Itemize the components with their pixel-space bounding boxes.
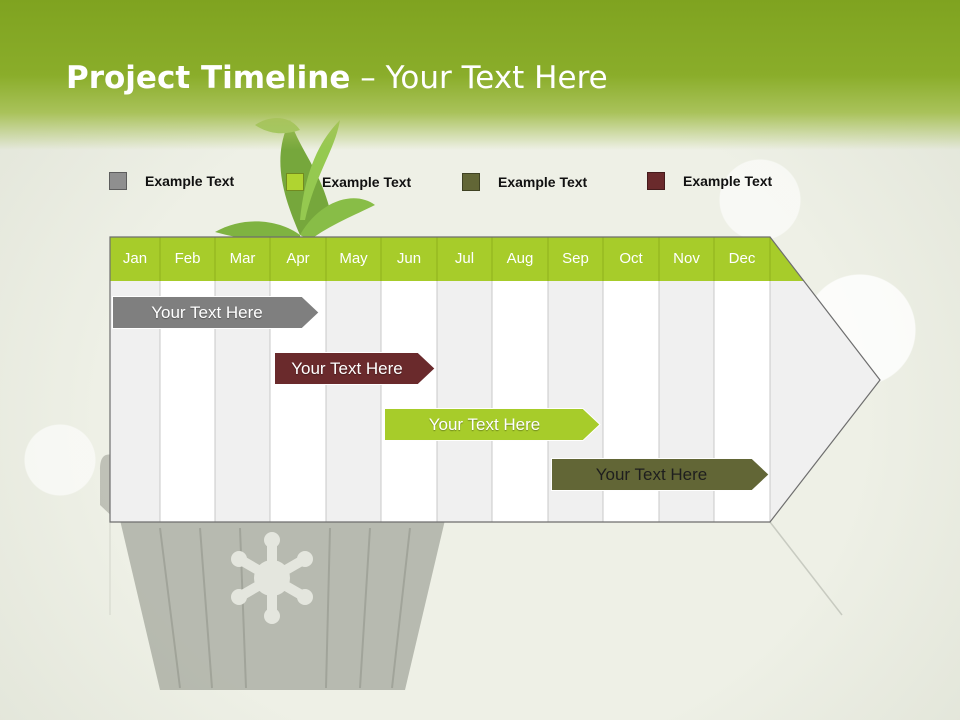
task-bar-shape bbox=[112, 296, 320, 329]
title-rest: – Your Text Here bbox=[350, 60, 608, 96]
month-label: Nov bbox=[673, 250, 700, 267]
task-bar[interactable]: Your Text Here bbox=[274, 352, 436, 385]
slide-title: Project Timeline – Your Text Here bbox=[66, 60, 608, 96]
task-bar[interactable]: Your Text Here bbox=[112, 296, 320, 329]
task-bar-shape bbox=[551, 458, 770, 491]
legend-swatch bbox=[647, 172, 665, 190]
month-label: Aug bbox=[506, 250, 534, 267]
legend-label: Example Text bbox=[322, 174, 412, 190]
month-label: Jun bbox=[396, 250, 422, 267]
task-bar[interactable]: Your Text Here bbox=[551, 458, 770, 491]
month-label: May bbox=[339, 250, 368, 267]
legend-swatch bbox=[462, 173, 480, 191]
task-bar-label: Your Text Here bbox=[151, 302, 263, 322]
task-bar-label: Your Text Here bbox=[595, 464, 708, 484]
task-bar-label: Your Text Here bbox=[291, 358, 403, 378]
title-bold: Project Timeline bbox=[66, 60, 351, 96]
task-bar[interactable]: Your Text Here bbox=[384, 408, 601, 441]
task-bar-shape bbox=[384, 408, 601, 441]
legend-item-gray: Example Text bbox=[109, 171, 234, 191]
legend-item-green: Example Text bbox=[286, 172, 411, 192]
month-label: Sep bbox=[562, 250, 589, 267]
legend-item-olive: Example Text bbox=[462, 172, 587, 192]
task-bar-shape bbox=[274, 352, 436, 385]
month-label: Mar bbox=[229, 250, 256, 267]
month-label: Feb bbox=[174, 250, 201, 267]
legend-swatch bbox=[286, 173, 304, 191]
month-label: Dec bbox=[728, 250, 756, 267]
legend-swatch bbox=[109, 172, 127, 190]
task-bar-label: Your Text Here bbox=[428, 414, 541, 434]
month-label: Jul bbox=[454, 250, 475, 267]
month-label: Apr bbox=[286, 250, 310, 267]
legend-label: Example Text bbox=[498, 174, 588, 190]
legend-label: Example Text bbox=[683, 173, 773, 189]
legend-item-maroon: Example Text bbox=[647, 171, 772, 191]
month-label: Oct bbox=[619, 250, 643, 267]
month-label: Jan bbox=[122, 250, 148, 267]
title-banner bbox=[0, 0, 960, 150]
legend-label: Example Text bbox=[145, 173, 235, 189]
